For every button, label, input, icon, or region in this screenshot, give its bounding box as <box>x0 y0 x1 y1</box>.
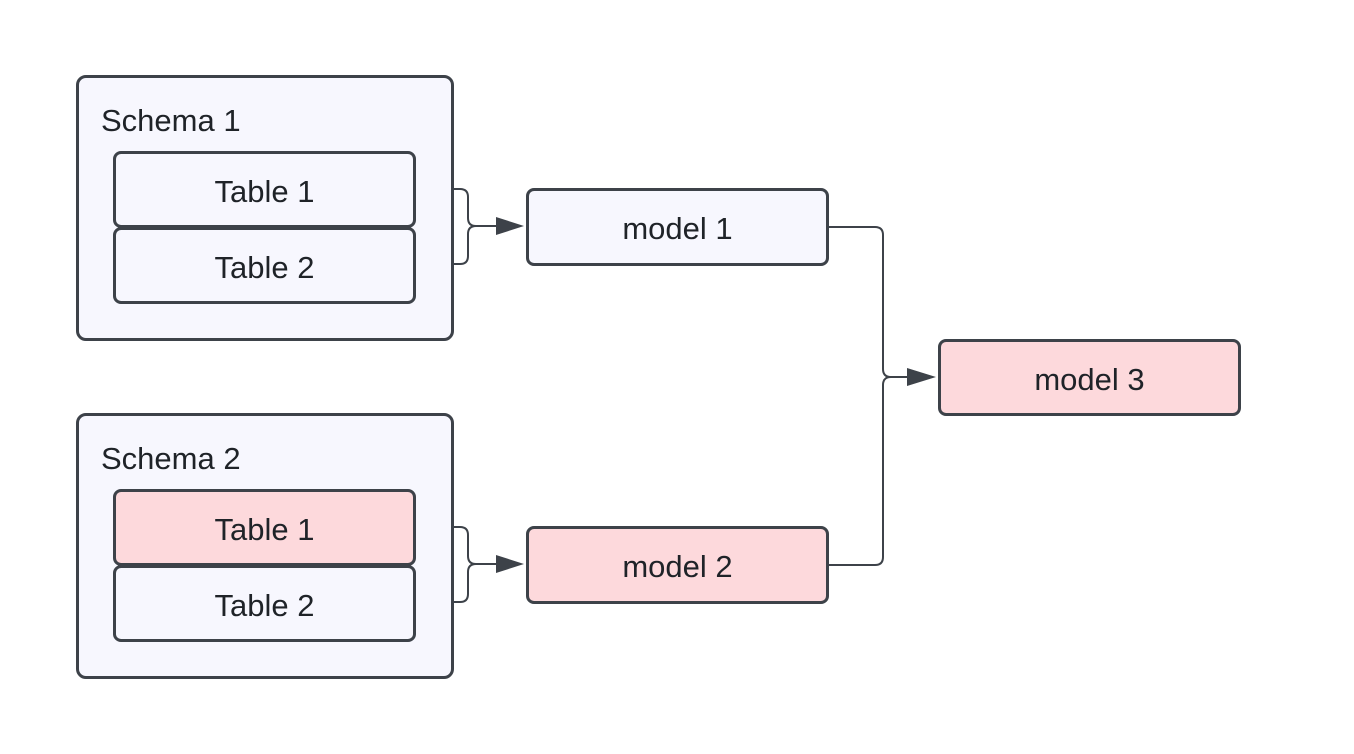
schema-2-table-1[interactable]: Table 1 <box>113 489 416 566</box>
arrowhead-model-2 <box>496 555 524 573</box>
arrowhead-model-1 <box>496 217 524 235</box>
model-1-label: model 1 <box>622 211 733 246</box>
model-3-node[interactable]: model 3 <box>938 339 1241 416</box>
schema-2-table-1-label: Table 1 <box>214 511 315 547</box>
edge-schema-1-table-2-to-model-1 <box>416 225 500 265</box>
edge-model-1-to-model-3 <box>829 226 912 378</box>
schema-1-table-1-label: Table 1 <box>214 173 315 209</box>
edge-model-2-to-model-3 <box>829 376 912 566</box>
schema-1-table-2[interactable]: Table 2 <box>113 227 416 304</box>
schema-1-title: Schema 1 <box>101 103 241 138</box>
schema-2-table-2[interactable]: Table 2 <box>113 565 416 642</box>
model-2-label: model 2 <box>622 549 733 584</box>
edge-schema-2-table-2-to-model-2 <box>416 563 500 603</box>
schema-1-table-2-label: Table 2 <box>214 249 315 285</box>
model-2-node[interactable]: model 2 <box>526 526 829 604</box>
arrowhead-model-3 <box>907 368 936 386</box>
model-3-label: model 3 <box>1034 361 1145 397</box>
model-1-node[interactable]: model 1 <box>526 188 829 266</box>
schema-1-table-1[interactable]: Table 1 <box>113 151 416 228</box>
schema-2-title: Schema 2 <box>101 441 241 476</box>
schema-2-table-2-label: Table 2 <box>214 587 315 623</box>
